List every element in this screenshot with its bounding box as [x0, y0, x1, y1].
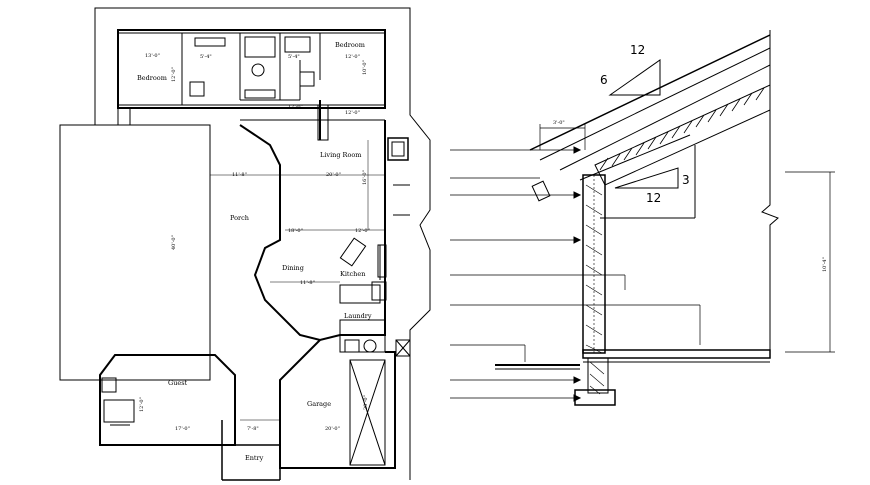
room-label-porch: Porch — [230, 214, 249, 222]
dim-bedroom-right-depth: 10'-0" — [362, 60, 368, 75]
dim-garage-width: 20'-0" — [325, 426, 340, 432]
dim-living-depth: 16'-0" — [362, 170, 368, 185]
room-label-living-room: Living Room — [320, 151, 361, 159]
dim-porch-length: 40'-0" — [171, 235, 177, 250]
porch-outline — [59, 124, 211, 381]
section-labels: 12 6 3 12 3'-0" 10'-4" — [553, 43, 828, 272]
footing — [587, 357, 609, 394]
dim-dining-right: 12'-0" — [355, 228, 370, 234]
room-label-bedroom-right: Bedroom — [335, 41, 365, 49]
living-room-walls — [239, 120, 386, 342]
fascia — [531, 180, 551, 202]
ceiling-slope-triangle — [614, 167, 679, 189]
room-label-kitchen: Kitchen — [340, 270, 365, 278]
dim-porch-width: 11'-8" — [232, 172, 247, 178]
entry-walls — [221, 420, 281, 481]
dim-bath-right-width: 5'-4" — [288, 54, 300, 60]
room-label-bedroom-left: Bedroom — [137, 74, 167, 82]
site-boundary — [94, 7, 431, 480]
roof-slope-run: 12 — [630, 43, 645, 57]
roof-line-top — [529, 34, 771, 151]
plan-labels: Bedroom Bedroom Living Room Porch Dining… — [137, 41, 372, 462]
dim-bedroom-right-width: 12'-0" — [345, 54, 360, 60]
ceiling-slope-run: 12 — [646, 191, 661, 205]
floor-slab — [582, 349, 771, 359]
kitchen-counter — [339, 284, 381, 304]
laundry-room — [339, 319, 386, 353]
wall-section — [450, 30, 835, 406]
floor-plan — [59, 7, 431, 481]
dim-bath-width: 5'-4" — [200, 54, 212, 60]
dim-bedroom-left-depth: 12'-0" — [171, 67, 177, 82]
dim-living-width: 20'-0" — [326, 172, 341, 178]
bedroom-wing-walls — [117, 29, 386, 109]
room-label-laundry: Laundry — [344, 312, 372, 320]
dim-guest-width: 17'-0" — [175, 426, 190, 432]
roof-slope-triangle — [608, 59, 661, 96]
roof-insulation — [594, 84, 771, 186]
wall-height-dimension: 10'-4" — [822, 257, 828, 272]
dim-hall-right: 12'-0" — [345, 110, 360, 116]
fireplace — [387, 137, 409, 161]
dim-hall-width: 12'-0" — [288, 104, 303, 110]
dim-entry-width: 7'-8" — [247, 426, 259, 432]
dim-kitchen-width: 11'-8" — [300, 280, 315, 286]
dim-guest-depth: 12'-0" — [139, 397, 145, 412]
dim-bedroom-left-width: 13'-0" — [145, 53, 160, 59]
dim-dining-width: 18'-0" — [288, 228, 303, 234]
room-label-garage: Garage — [307, 400, 331, 408]
room-label-guest: Guest — [168, 379, 188, 387]
roof-slope-rise: 6 — [600, 73, 608, 87]
dim-garage-depth: 20'-0" — [363, 395, 369, 410]
room-label-dining: Dining — [282, 264, 304, 272]
garage-walls — [279, 339, 396, 469]
overhang-dimension: 3'-0" — [553, 120, 565, 126]
ceiling-slope-rise: 3 — [682, 173, 690, 187]
room-label-entry: Entry — [245, 454, 264, 462]
garage-door — [349, 359, 386, 466]
